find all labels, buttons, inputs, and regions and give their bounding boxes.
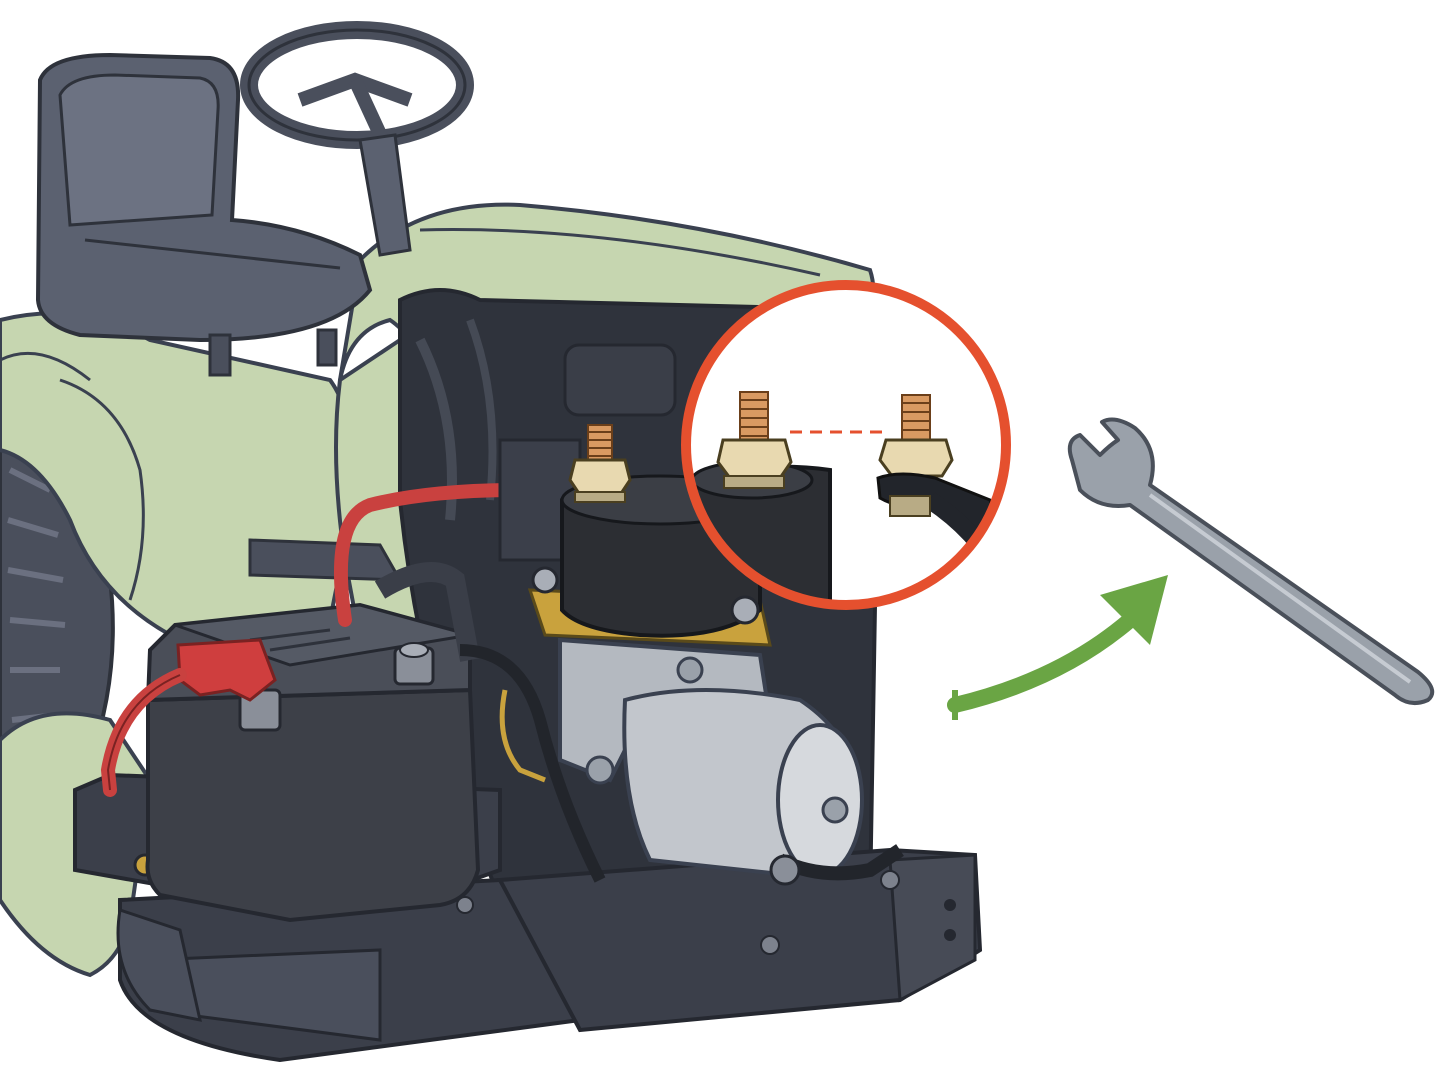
steering-wheel: [240, 21, 474, 257]
starter-motor: [558, 637, 904, 886]
seat: [35, 52, 373, 377]
positive-terminal-boot: [176, 638, 277, 702]
curved-arrow-icon: [947, 575, 1168, 720]
highlight-circle: [681, 280, 1011, 610]
terminal-stud-icon: [568, 424, 632, 503]
terminal-stud-left: [716, 391, 793, 489]
wrench-icon: [1067, 417, 1435, 706]
battery: [145, 602, 481, 923]
